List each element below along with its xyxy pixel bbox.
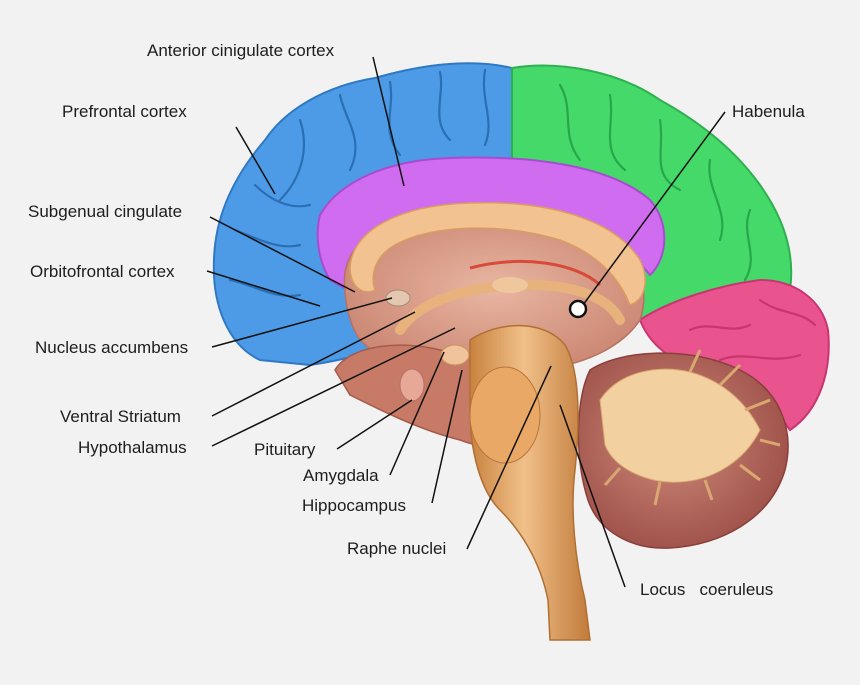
accumbens-structure	[385, 289, 411, 307]
label-locus-coeruleus: Locus coeruleus	[640, 580, 773, 599]
label-hippocampus: Hippocampus	[302, 496, 406, 515]
label-pituitary: Pituitary	[254, 440, 316, 459]
arbor-vitae	[599, 349, 781, 506]
label-hypothalamus: Hypothalamus	[78, 438, 187, 457]
label-habenula: Habenula	[732, 102, 805, 121]
habenula-marker	[568, 299, 588, 319]
labels: Anterior cinigulate cortex Prefrontal co…	[28, 41, 805, 599]
label-amygdala: Amygdala	[303, 466, 379, 485]
label-raphe: Raphe nuclei	[347, 539, 446, 558]
corpus-callosum	[349, 201, 646, 306]
label-ventral-striatum: Ventral Striatum	[60, 407, 181, 426]
label-anterior-cingulate: Anterior cinigulate cortex	[147, 41, 335, 60]
label-nucleus-accumbens: Nucleus accumbens	[35, 338, 188, 357]
thalamus	[492, 277, 528, 293]
leader-lines	[206, 56, 726, 588]
red-vessel	[469, 260, 602, 287]
label-prefrontal: Prefrontal cortex	[62, 102, 187, 121]
label-orbitofrontal: Orbitofrontal cortex	[30, 262, 175, 281]
pituitary-gland	[399, 368, 425, 402]
label-subgenual: Subgenual cingulate	[28, 202, 182, 221]
pons	[469, 366, 541, 464]
fornix	[395, 279, 625, 335]
amygdala-structure	[440, 344, 470, 366]
